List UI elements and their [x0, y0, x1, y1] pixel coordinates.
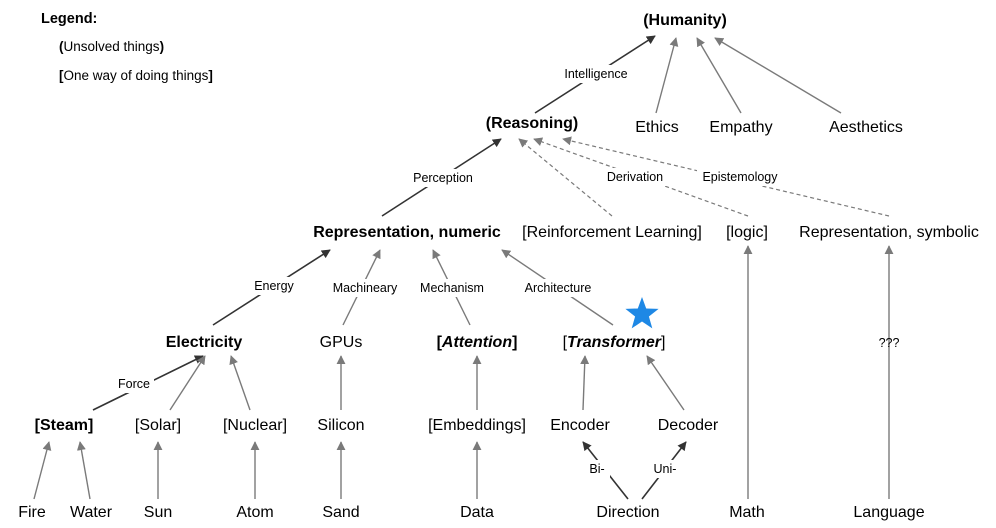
edge-solar-electricity — [169, 355, 206, 411]
edge-label-mechanism: Mechanism — [420, 281, 484, 295]
edge-empathy-humanity — [696, 37, 742, 114]
node-sun: Sun — [144, 504, 172, 521]
node-unknown: ??? — [879, 336, 900, 350]
legend-item-unsolved: (Unsolved things) — [59, 39, 164, 54]
node-ethics: Ethics — [635, 119, 679, 136]
legend: Legend: (Unsolved things) [One way of do… — [41, 11, 213, 83]
node-attention: [Attention] — [437, 334, 518, 351]
edge-label-energy: Energy — [254, 279, 294, 293]
legend-item-one-way: [One way of doing things] — [59, 68, 213, 83]
edge-labels: Intelligence Perception Derivation Epist… — [114, 65, 783, 478]
edge-label-derivation: Derivation — [607, 170, 663, 184]
node-steam: [Steam] — [35, 417, 94, 434]
node-nuclear: [Nuclear] — [223, 417, 287, 434]
node-aesthetics: Aesthetics — [829, 119, 903, 136]
node-water: Water — [70, 504, 113, 521]
edge-fire-steam — [33, 441, 52, 500]
node-fire: Fire — [18, 504, 46, 521]
node-direction: Direction — [596, 504, 659, 521]
edge-ethics-humanity — [655, 37, 679, 114]
node-data: Data — [460, 504, 494, 521]
edge-nuclear-electricity — [229, 355, 251, 411]
node-silicon: Silicon — [317, 417, 364, 434]
edge-label-bi: Bi- — [589, 462, 604, 476]
node-humanity: (Humanity) — [643, 12, 727, 29]
node-sand: Sand — [322, 504, 359, 521]
edges — [33, 35, 894, 500]
node-reasoning: (Reasoning) — [486, 115, 578, 132]
node-representation-symbolic: Representation, symbolic — [799, 224, 979, 241]
node-transformer: [Transformer] — [563, 334, 666, 351]
edge-label-intelligence: Intelligence — [564, 67, 627, 81]
node-language: Language — [853, 504, 924, 521]
node-electricity: Electricity — [166, 334, 243, 351]
node-representation-numeric: Representation, numeric — [313, 224, 501, 241]
node-decoder: Decoder — [658, 417, 719, 434]
edge-rl-reasoning — [518, 138, 613, 217]
node-math: Math — [729, 504, 765, 521]
node-encoder: Encoder — [550, 417, 610, 434]
edge-label-force: Force — [118, 377, 150, 391]
nodes: (Humanity) (Reasoning) Ethics Empathy Ae… — [18, 12, 979, 521]
edge-decoder-transformer — [646, 355, 685, 411]
edge-label-uni: Uni- — [654, 462, 677, 476]
node-gpus: GPUs — [320, 334, 363, 351]
legend-title: Legend: — [41, 11, 97, 27]
node-embeddings: [Embeddings] — [428, 417, 526, 434]
edge-encoder-transformer — [580, 355, 590, 411]
edge-water-steam — [76, 441, 91, 500]
edge-label-machinery: Machineary — [333, 281, 398, 295]
node-atom: Atom — [236, 504, 273, 521]
edge-label-architecture: Architecture — [525, 281, 592, 295]
edge-aesthetics-humanity — [714, 37, 842, 114]
star-icon — [625, 297, 659, 329]
node-reinforcement-learning: [Reinforcement Learning] — [522, 224, 702, 241]
node-logic: [logic] — [726, 224, 768, 241]
edge-label-epistemology: Epistemology — [702, 170, 778, 184]
edge-label-perception: Perception — [413, 171, 473, 185]
node-empathy: Empathy — [709, 119, 772, 136]
node-solar: [Solar] — [135, 417, 181, 434]
